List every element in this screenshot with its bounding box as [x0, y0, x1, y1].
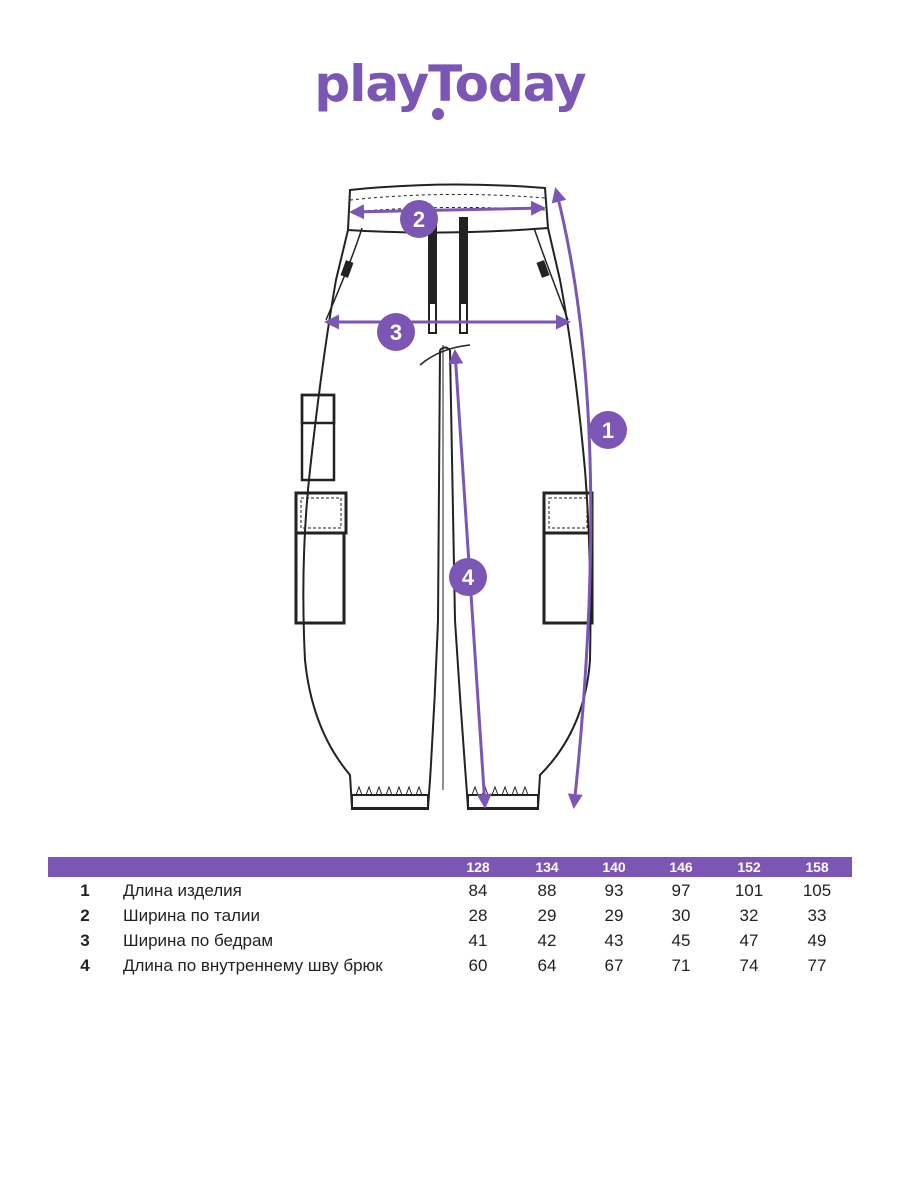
cell-value: 64 — [537, 956, 557, 975]
cell-value: 93 — [604, 881, 624, 900]
svg-text:2: 2 — [413, 207, 425, 232]
cell-value: 49 — [807, 931, 827, 950]
cell-value: 60 — [468, 956, 488, 975]
cell-value: 101 — [734, 881, 764, 900]
cell-value: 30 — [671, 906, 691, 925]
cell-value: 29 — [604, 906, 624, 925]
marker-1: 1 — [589, 411, 627, 449]
cell-value: 74 — [739, 956, 759, 975]
row-number: 3 — [80, 931, 90, 950]
cell-value: 28 — [468, 906, 488, 925]
table-row: 1 Длина изделия 84 88 93 97 101 105 — [48, 877, 852, 902]
size-header: 140 — [602, 859, 626, 875]
cell-value: 105 — [802, 881, 832, 900]
row-label: Ширина по талии — [123, 906, 260, 925]
size-header: 128 — [466, 859, 490, 875]
table-row: 4 Длина по внутреннему шву брюк 60 64 67… — [48, 952, 852, 977]
size-header: 158 — [805, 859, 829, 875]
cell-value: 77 — [807, 956, 827, 975]
cell-value: 43 — [604, 931, 624, 950]
logo-dot — [432, 108, 444, 120]
marker-2: 2 — [400, 200, 438, 238]
cell-value: 97 — [671, 881, 691, 900]
cell-value: 42 — [537, 931, 557, 950]
cell-value: 84 — [468, 881, 488, 900]
size-table-header: 128 134 140 146 152 158 — [48, 857, 852, 877]
cell-value: 71 — [671, 956, 691, 975]
cell-value: 45 — [671, 931, 691, 950]
pants-outline — [294, 183, 594, 810]
row-label: Ширина по бедрам — [123, 931, 274, 950]
row-number: 4 — [80, 956, 90, 975]
row-label: Длина по внутреннему шву брюк — [123, 956, 383, 975]
cell-value: 47 — [739, 931, 759, 950]
marker-3: 3 — [377, 313, 415, 351]
svg-text:3: 3 — [390, 320, 402, 345]
measurement-lines — [324, 187, 593, 809]
svg-text:1: 1 — [602, 418, 614, 443]
size-header: 152 — [737, 859, 761, 875]
cell-value: 41 — [468, 931, 488, 950]
cell-value: 32 — [739, 906, 759, 925]
measure-line-2 — [349, 200, 546, 220]
size-header: 146 — [669, 859, 693, 875]
size-header: 134 — [535, 859, 559, 875]
cell-value: 33 — [807, 906, 827, 925]
table-row: 2 Ширина по талии 28 29 29 30 32 33 — [48, 902, 852, 927]
table-row: 3 Ширина по бедрам 41 42 43 45 47 49 — [48, 927, 852, 952]
row-number: 2 — [80, 906, 90, 925]
cell-value: 29 — [537, 906, 557, 925]
svg-text:4: 4 — [462, 565, 475, 590]
size-table: 128 134 140 146 152 158 1 Длина изделия … — [48, 857, 852, 977]
brand-logo: playToday — [314, 55, 586, 113]
pants-technical-drawing: 2 3 1 4 — [294, 183, 627, 810]
cell-value: 88 — [537, 881, 557, 900]
row-number: 1 — [80, 881, 90, 900]
cell-value: 67 — [604, 956, 624, 975]
marker-4: 4 — [449, 558, 487, 596]
row-label: Длина изделия — [123, 881, 242, 900]
measure-line-1 — [551, 187, 593, 809]
